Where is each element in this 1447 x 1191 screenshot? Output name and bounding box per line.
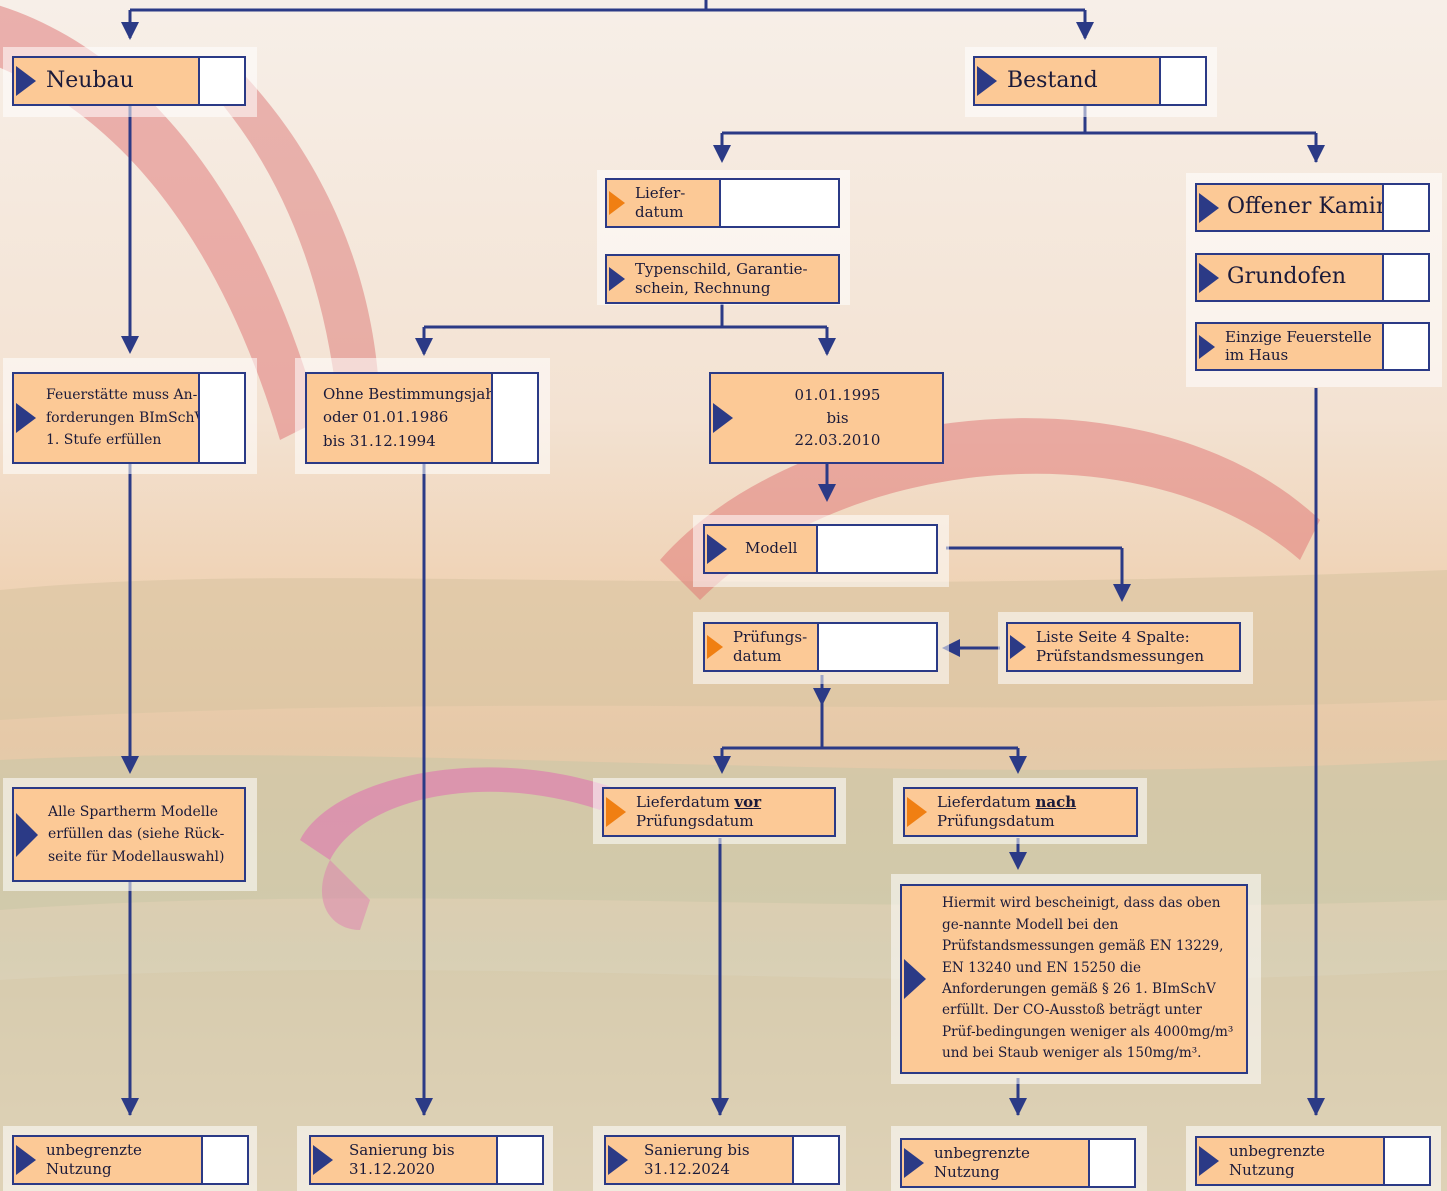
checkbox[interactable] <box>1382 324 1428 369</box>
node-bestand: Bestand <box>973 56 1207 106</box>
node-pruefungsdatum: Prüfungs- datum <box>703 622 938 672</box>
checkbox[interactable] <box>719 180 838 226</box>
triangle-marker-icon <box>707 534 727 564</box>
node-label: Lieferdatum nach Prüfungsdatum <box>937 792 1077 830</box>
triangle-marker-icon <box>608 1145 628 1175</box>
node-label: Bestand <box>1007 67 1098 93</box>
node-certificate: Hiermit wird bescheinigt, dass das oben … <box>900 884 1248 1074</box>
node-feuerstaette: Feuerstätte muss An- forderungen BImSchV… <box>12 372 246 464</box>
node-label: Lieferdatum vor Prüfungsdatum <box>636 792 762 830</box>
node-date-range-1995: 01.01.1995 bis 22.03.2010 <box>709 372 944 464</box>
node-label: Einzige Feuerstelle im Haus <box>1225 328 1372 364</box>
node-label: Sanierung bis 31.12.2024 <box>644 1140 750 1178</box>
checkbox[interactable] <box>1159 58 1205 104</box>
triangle-marker-icon <box>313 1145 333 1175</box>
node-label: 01.01.1995 bis 22.03.2010 <box>794 386 881 450</box>
triangle-marker-icon <box>16 403 36 433</box>
node-label: Alle Spartherm Modelle erfüllen das (sie… <box>48 803 225 865</box>
checkbox[interactable] <box>496 1137 542 1183</box>
node-alle-spartherm-modelle: Alle Spartherm Modelle erfüllen das (sie… <box>12 787 246 882</box>
triangle-marker-icon <box>904 1148 924 1178</box>
checkbox[interactable] <box>201 1137 247 1183</box>
node-label: Modell <box>745 539 798 558</box>
input-field[interactable] <box>816 526 936 572</box>
node-label: Typenschild, Garantie- schein, Rechnung <box>635 259 808 297</box>
node-label: Liefer- datum <box>635 183 686 221</box>
triangle-marker-icon <box>707 635 723 659</box>
node-label: Sanierung bis 31.12.2020 <box>349 1140 455 1178</box>
checkbox[interactable] <box>198 58 244 104</box>
node-label: Feuerstätte muss An- forderungen BImSchV… <box>46 387 198 449</box>
triangle-marker-icon <box>1199 262 1219 293</box>
checkbox[interactable] <box>1382 185 1428 230</box>
checkbox[interactable] <box>792 1137 838 1183</box>
node-neubau: Neubau <box>12 56 246 106</box>
node-label: Neubau <box>46 67 134 93</box>
output-kamin-unbegrenzte-nutzung: unbegrenzte Nutzung <box>1195 1136 1431 1186</box>
node-lieferdatum-nach: Lieferdatum nach Prüfungsdatum <box>903 787 1138 837</box>
certificate-text: Hiermit wird bescheinigt, dass das oben … <box>942 895 1234 1062</box>
node-label: Offener Kamin <box>1227 194 1382 220</box>
checkbox[interactable] <box>1383 1138 1429 1184</box>
input-field[interactable] <box>817 624 936 670</box>
triangle-marker-icon <box>609 267 625 291</box>
triangle-marker-icon <box>904 959 926 999</box>
node-offener-kamin: Offener Kamin <box>1195 183 1430 232</box>
output-nach-unbegrenzte-nutzung: unbegrenzte Nutzung <box>900 1138 1136 1188</box>
node-modell: Modell <box>703 524 938 574</box>
output-sanierung-2020: Sanierung bis 31.12.2020 <box>309 1135 544 1185</box>
checkbox[interactable] <box>1382 255 1428 300</box>
node-label: Liste Seite 4 Spalte: Prüfstandsmessunge… <box>1036 627 1205 665</box>
triangle-marker-icon <box>609 191 625 215</box>
triangle-marker-icon <box>16 1145 36 1175</box>
output-sanierung-2024: Sanierung bis 31.12.2024 <box>604 1135 840 1185</box>
node-label: unbegrenzte Nutzung <box>46 1140 142 1178</box>
triangle-marker-icon <box>606 797 626 827</box>
node-liste-pruefstandsmessungen: Liste Seite 4 Spalte: Prüfstandsmessunge… <box>1006 622 1241 672</box>
triangle-marker-icon <box>1199 334 1215 359</box>
node-label: Prüfungs- datum <box>733 627 808 665</box>
node-lieferdatum-vor: Lieferdatum vor Prüfungsdatum <box>602 787 836 837</box>
triangle-marker-icon <box>1010 635 1026 659</box>
node-ohne-bestimmungsjahr: Ohne Bestimmungsjahr oder 01.01.1986 bis… <box>305 372 539 464</box>
triangle-marker-icon <box>977 66 997 96</box>
node-einzige-feuerstelle: Einzige Feuerstelle im Haus <box>1195 322 1430 371</box>
node-grundofen: Grundofen <box>1195 253 1430 302</box>
node-label: Grundofen <box>1227 264 1347 290</box>
node-label: unbegrenzte Nutzung <box>934 1143 1030 1181</box>
triangle-marker-icon <box>16 66 36 96</box>
node-label: unbegrenzte Nutzung <box>1229 1141 1325 1179</box>
triangle-marker-icon <box>1199 1146 1219 1176</box>
checkbox[interactable] <box>198 374 244 462</box>
output-neubau-unbegrenzte-nutzung: unbegrenzte Nutzung <box>12 1135 249 1185</box>
triangle-marker-icon <box>713 403 733 433</box>
node-label: Ohne Bestimmungsjahr oder 01.01.1986 bis… <box>323 385 491 450</box>
triangle-marker-icon <box>1199 192 1219 223</box>
triangle-marker-icon <box>16 812 38 857</box>
node-lieferdatum: Liefer- datum <box>605 178 840 228</box>
node-typenschild: Typenschild, Garantie- schein, Rechnung <box>605 254 840 304</box>
checkbox[interactable] <box>491 374 537 462</box>
checkbox[interactable] <box>1088 1140 1134 1186</box>
triangle-marker-icon <box>907 797 927 827</box>
